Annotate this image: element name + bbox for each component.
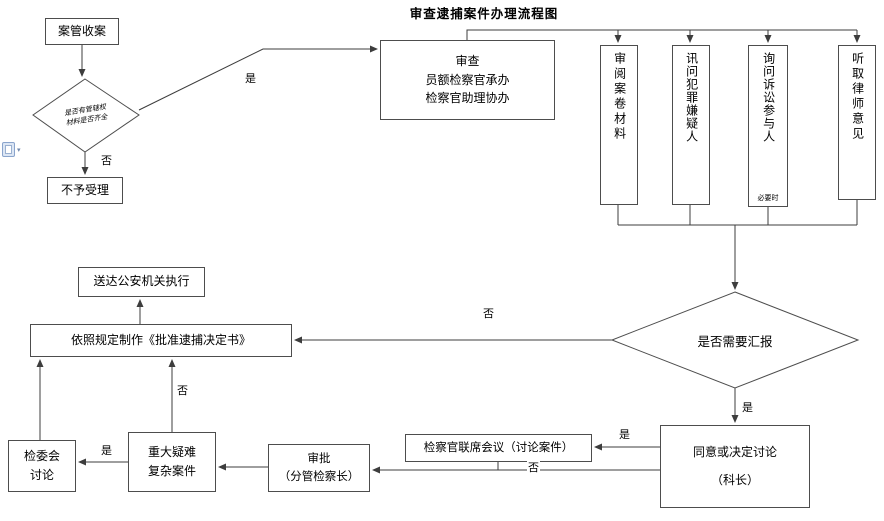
node-inquire: 询问诉讼参与人 必要时 — [748, 45, 788, 207]
node-make-doc: 依照规定制作《批准逮捕决定书》 — [30, 324, 292, 357]
node-committee: 检委会 讨论 — [8, 440, 76, 492]
edge-label-no-approve: 否 — [527, 459, 540, 475]
edge-label-yes-joint: 是 — [618, 426, 631, 442]
node-lawyer: 听取律师意见 — [838, 45, 876, 200]
node-inquire-note: 必要时 — [757, 194, 779, 202]
node-read-file: 审阅案卷材料 — [600, 45, 638, 205]
node-agree: 同意或决定讨论 （科长） — [660, 425, 810, 508]
node-approve: 审批 （分管检察长） — [268, 444, 370, 492]
screen-check-diamond — [32, 78, 140, 153]
need-report-diamond — [610, 291, 860, 389]
node-review: 审查 员额检察官承办 检察官助理协办 — [380, 40, 555, 120]
node-intake: 案管收案 — [45, 18, 119, 45]
edge-label-yes-committee: 是 — [100, 442, 113, 458]
flowchart-title: 审查逮捕案件办理流程图 — [409, 7, 559, 21]
node-deliver: 送达公安机关执行 — [78, 267, 205, 297]
paste-options-icon[interactable]: ▾ — [2, 142, 24, 158]
need-report-text: 是否需要汇报 — [697, 334, 773, 349]
node-major-case: 重大疑难 复杂案件 — [128, 432, 216, 492]
edge-label-yes-review: 是 — [244, 70, 257, 86]
edge-label-no-reject: 否 — [100, 152, 113, 168]
edge-label-yes-report: 是 — [741, 399, 754, 415]
edge-label-no-report: 否 — [482, 305, 495, 321]
node-joint-meeting: 检察官联席会议（讨论案件） — [405, 434, 592, 462]
node-interrogate: 讯问犯罪嫌疑人 — [672, 45, 710, 205]
node-reject: 不予受理 — [47, 177, 123, 204]
node-reject-label: 不予受理 — [60, 182, 109, 197]
edge-label-no-makedoc: 否 — [176, 382, 189, 398]
node-intake-label: 案管收案 — [57, 23, 106, 38]
chevron-down-icon: ▾ — [17, 147, 21, 154]
